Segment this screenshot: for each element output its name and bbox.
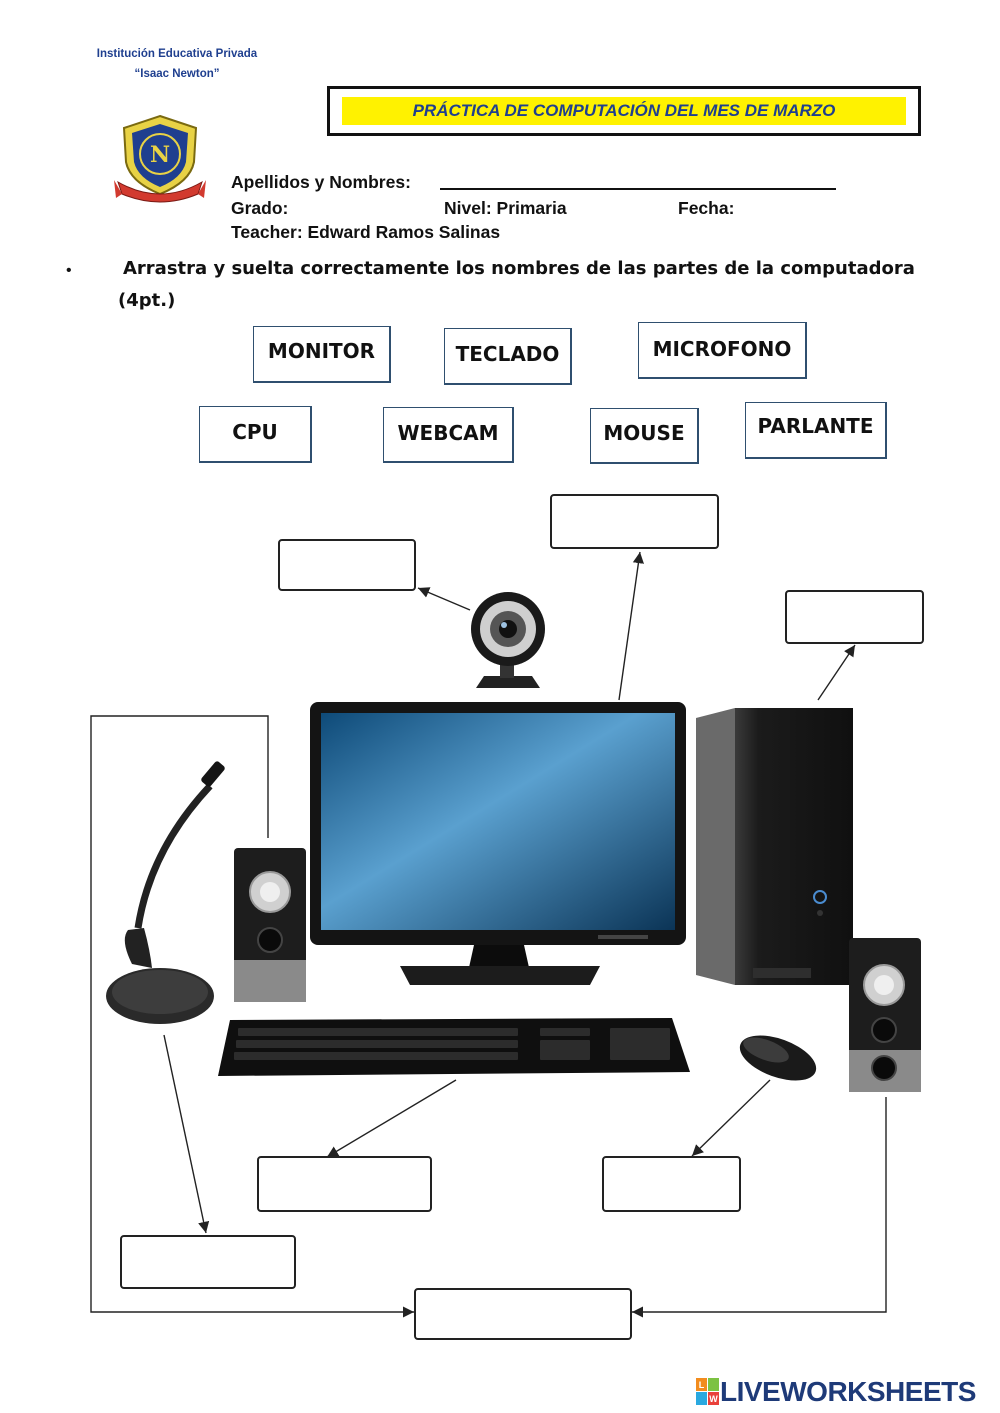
word-teclado[interactable]: TECLADO	[444, 328, 572, 385]
institution-name: Institución Educativa Privada “Isaac New…	[92, 44, 262, 84]
right-speaker-icon	[849, 938, 921, 1092]
school-crest-icon: N	[114, 114, 206, 203]
worksheet-title-box: PRÁCTICA DE COMPUTACIÓN DEL MES DE MARZO	[327, 86, 921, 136]
drop-zone-cpu[interactable]	[785, 590, 924, 644]
svg-text:N: N	[150, 142, 170, 168]
keyboard-arrow	[326, 1079, 457, 1158]
liveworksheets-brand: L W LIVEWORKSHEETS	[696, 1376, 976, 1408]
instruction-text: Arrastra y suelta correctamente los nomb…	[123, 258, 915, 279]
grade-label: Grado:	[231, 198, 289, 218]
drop-zone-microphone[interactable]	[120, 1235, 296, 1289]
speaker-right-line	[632, 1097, 887, 1318]
name-line	[440, 188, 836, 190]
left-speaker-icon	[234, 848, 306, 1002]
mouse-icon	[739, 1035, 817, 1081]
drop-zone-mouse[interactable]	[602, 1156, 741, 1212]
word-cpu[interactable]: CPU	[199, 406, 312, 463]
drop-zone-speaker[interactable]	[414, 1288, 632, 1340]
brand-text: LIVEWORKSHEETS	[720, 1376, 976, 1407]
word-mouse[interactable]: MOUSE	[590, 408, 699, 464]
word-parlante[interactable]: PARLANTE	[745, 402, 887, 459]
webcam-icon	[471, 592, 545, 688]
word-webcam[interactable]: WEBCAM	[383, 407, 514, 463]
microphone-arrow	[163, 1034, 210, 1234]
logo-letter: W	[709, 1394, 718, 1404]
keyboard-icon	[218, 1018, 690, 1076]
bullet: •	[66, 262, 72, 279]
monitor-icon	[310, 702, 686, 985]
worksheet-title: PRÁCTICA DE COMPUTACIÓN DEL MES DE MARZO	[342, 97, 906, 125]
institution-line1: Institución Educativa Privada	[96, 48, 258, 60]
microphone-icon	[106, 761, 225, 1024]
word-monitor[interactable]: MONITOR	[253, 326, 391, 383]
speaker-left-line	[90, 715, 414, 1318]
date-label: Fecha:	[678, 198, 735, 218]
cpu-icon	[696, 708, 853, 985]
monitor-arrow	[618, 551, 644, 701]
drop-zone-keyboard[interactable]	[257, 1156, 432, 1212]
drop-zone-webcam[interactable]	[278, 539, 416, 591]
liveworksheets-logo-icon: L W	[696, 1378, 719, 1405]
level-label: Nivel: Primaria	[444, 198, 567, 218]
points-text: (4pt.)	[118, 290, 176, 311]
webcam-arrow	[417, 587, 471, 611]
logo-letter: L	[699, 1380, 705, 1390]
word-microfono[interactable]: MICROFONO	[638, 322, 807, 379]
mouse-arrow	[691, 1079, 771, 1157]
cpu-arrow	[817, 644, 856, 701]
teacher-label: Teacher: Edward Ramos Salinas	[231, 222, 501, 242]
drop-zone-monitor[interactable]	[550, 494, 719, 549]
institution-line2: “Isaac Newton”	[134, 68, 220, 80]
name-label: Apellidos y Nombres:	[231, 172, 411, 192]
